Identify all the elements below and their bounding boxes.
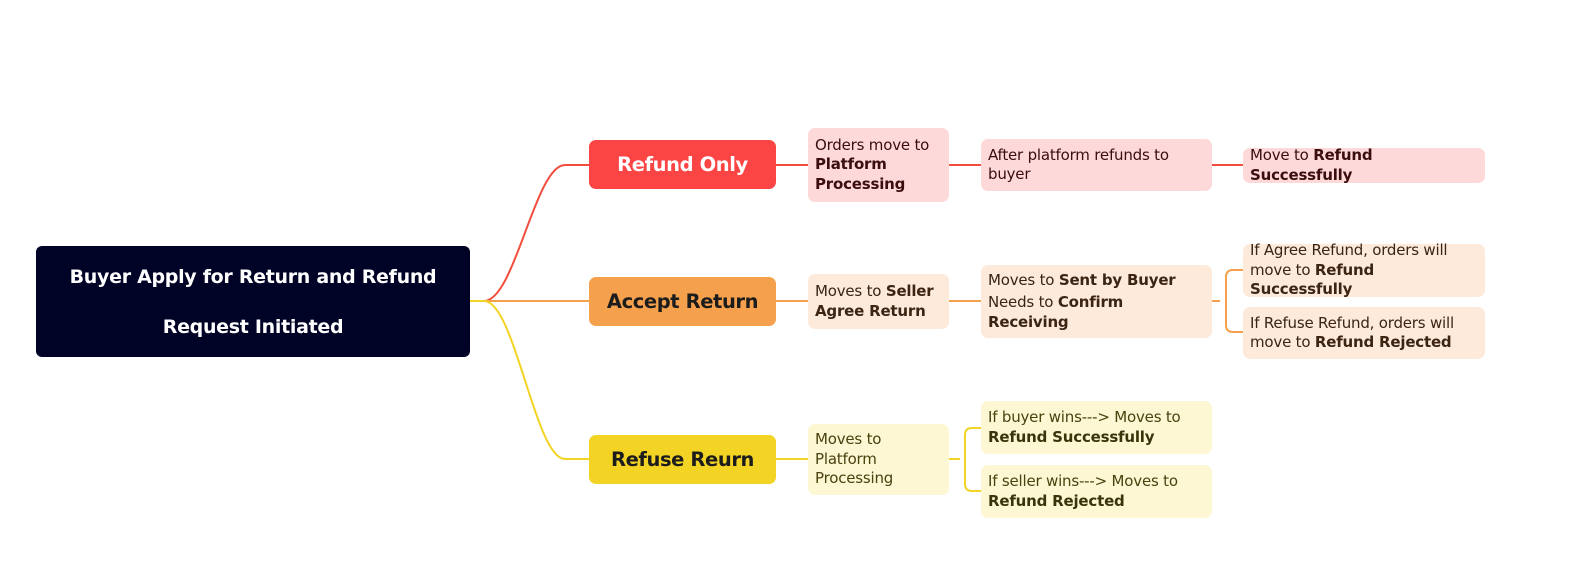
refund-only-step1[interactable]: Orders move to Platform Processing — [808, 128, 949, 202]
accept-return-outcome-refuse-bold: Refund Rejected — [1314, 333, 1452, 351]
refund-only-step1-bold: Platform Processing — [815, 155, 906, 193]
accept-return-outcome-agree-prefix: If Agree Refund, orders will move to — [1250, 241, 1448, 279]
refuse-return-outcome-seller-prefix: If seller wins---> Moves to — [988, 472, 1178, 490]
branch-refuse-return-label: Refuse Reurn — [610, 448, 755, 471]
refuse-return-step1[interactable]: Moves to Platform Processing — [808, 424, 949, 495]
branch-refund-only[interactable]: Refund Only — [589, 140, 776, 189]
refuse-return-outcome-seller[interactable]: If seller wins---> Moves to Refund Rejec… — [981, 465, 1212, 518]
accept-return-step2-line1-prefix: Moves to — [988, 271, 1059, 289]
accept-return-outcome-agree-bold: Refund Successfully — [1250, 260, 1375, 299]
accept-return-step1-prefix: Moves to — [815, 282, 886, 300]
root-node[interactable]: Buyer Apply for Return and Refund Reques… — [36, 246, 470, 357]
connector-root-refuse-return — [470, 300, 589, 460]
refund-only-step3-bold: Refund Successfully — [1250, 146, 1373, 184]
accept-return-step2-line2-prefix: Needs to — [988, 293, 1058, 311]
refuse-return-outcome-buyer-bold: Refund Successfully — [988, 427, 1155, 446]
branch-accept-return-label: Accept Return — [606, 290, 759, 313]
branch-refund-only-label: Refund Only — [617, 153, 748, 176]
accept-return-step2-line1-bold: Sent by Buyer — [1058, 271, 1176, 289]
accept-return-outcome-refuse-prefix: If Refuse Refund, orders will move to — [1250, 313, 1454, 352]
accept-return-outcome-agree[interactable]: If Agree Refund, orders will move to Ref… — [1243, 241, 1485, 299]
branch-accept-return[interactable]: Accept Return — [589, 277, 776, 326]
accept-return-step1-bold: Seller Agree Return — [815, 282, 934, 320]
refuse-return-outcome-buyer[interactable]: If buyer wins---> Moves to Refund Succes… — [981, 401, 1212, 454]
connector-accept-return-outcomes — [1212, 269, 1243, 333]
accept-return-step1[interactable]: Moves to Seller Agree Return — [808, 274, 949, 329]
refuse-return-outcome-seller-bold: Refund Rejected — [988, 491, 1125, 510]
refund-only-step3[interactable]: Move to Refund Successfully — [1243, 146, 1485, 184]
accept-return-step2-line2-bold: Confirm Receiving — [988, 293, 1124, 331]
refund-only-step1-prefix: Orders move to — [815, 135, 930, 154]
refund-only-step3-prefix: Move to — [1250, 146, 1314, 164]
refund-only-step2[interactable]: After platform refunds to buyer — [981, 139, 1212, 191]
connector-root-refund-only — [470, 164, 589, 302]
accept-return-step2[interactable]: Moves to Sent by Buyer Needs to Confirm … — [981, 265, 1212, 338]
refund-only-step2-text: After platform refunds to buyer — [988, 145, 1169, 184]
connector-refuse-return-outcomes — [949, 427, 981, 492]
refuse-return-outcome-buyer-prefix: If buyer wins---> Moves to — [988, 408, 1181, 426]
root-title-line2: Request Initiated — [162, 315, 344, 338]
refuse-return-step1-text: Moves to Platform Processing — [815, 430, 894, 488]
root-title-line1: Buyer Apply for Return and Refund — [69, 265, 437, 288]
accept-return-outcome-refuse[interactable]: If Refuse Refund, orders will move to Re… — [1243, 307, 1485, 359]
branch-refuse-return[interactable]: Refuse Reurn — [589, 435, 776, 484]
